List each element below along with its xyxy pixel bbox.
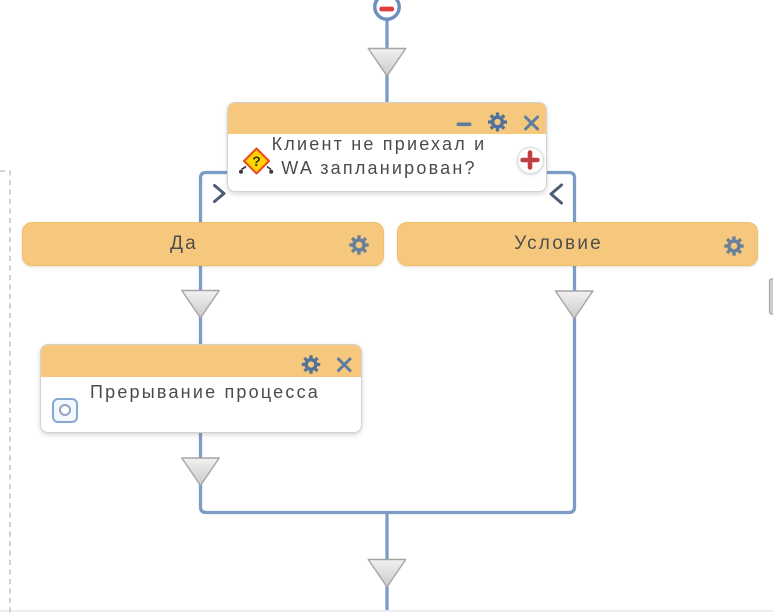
svg-text:?: ? [252,153,261,169]
